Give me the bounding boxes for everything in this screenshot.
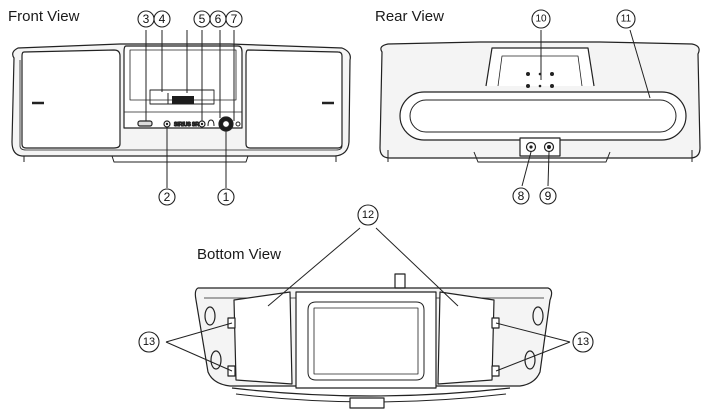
callout-7: 7 — [231, 12, 238, 26]
callout-numbers: 3 4 5 6 7 2 1 10 11 8 9 12 13 13 — [143, 12, 632, 348]
rear-jack-8 — [525, 141, 537, 153]
front-dock-tower — [123, 45, 243, 129]
center-compartment — [295, 291, 437, 389]
bottom-view-drawing — [165, 227, 571, 409]
left-battery-door — [233, 291, 293, 385]
callout-3: 3 — [143, 12, 150, 26]
callout-9: 9 — [545, 189, 552, 203]
callout-10: 10 — [535, 14, 547, 25]
brand-label: SIRIUS SR — [174, 122, 199, 128]
rear-bass-port — [399, 91, 687, 141]
callout-4: 4 — [159, 12, 166, 26]
front-view-title: Front View — [8, 8, 80, 25]
front-left-grille — [21, 49, 121, 149]
front-button-3 — [137, 120, 153, 127]
rear-view-drawing — [379, 29, 701, 187]
bottom-view-title: Bottom View — [197, 246, 281, 263]
callout-2: 2 — [164, 190, 171, 204]
callout-circles — [137, 9, 636, 353]
right-battery-door — [437, 291, 495, 385]
callout-11: 11 — [621, 14, 632, 25]
callout-6: 6 — [215, 12, 222, 26]
dock-connector — [172, 96, 194, 104]
front-view-drawing: SIRIUS SR — [11, 30, 351, 188]
callout-13-left: 13 — [143, 336, 155, 348]
callout-8: 8 — [518, 189, 525, 203]
rear-view-title: Rear View — [375, 8, 444, 25]
rear-handle — [485, 47, 595, 87]
front-right-grille — [245, 49, 343, 149]
callout-12: 12 — [362, 209, 374, 221]
callout-1: 1 — [223, 190, 230, 204]
rear-jack-9 — [543, 141, 555, 153]
callout-5: 5 — [199, 12, 206, 26]
callout-13-right: 13 — [577, 336, 589, 348]
